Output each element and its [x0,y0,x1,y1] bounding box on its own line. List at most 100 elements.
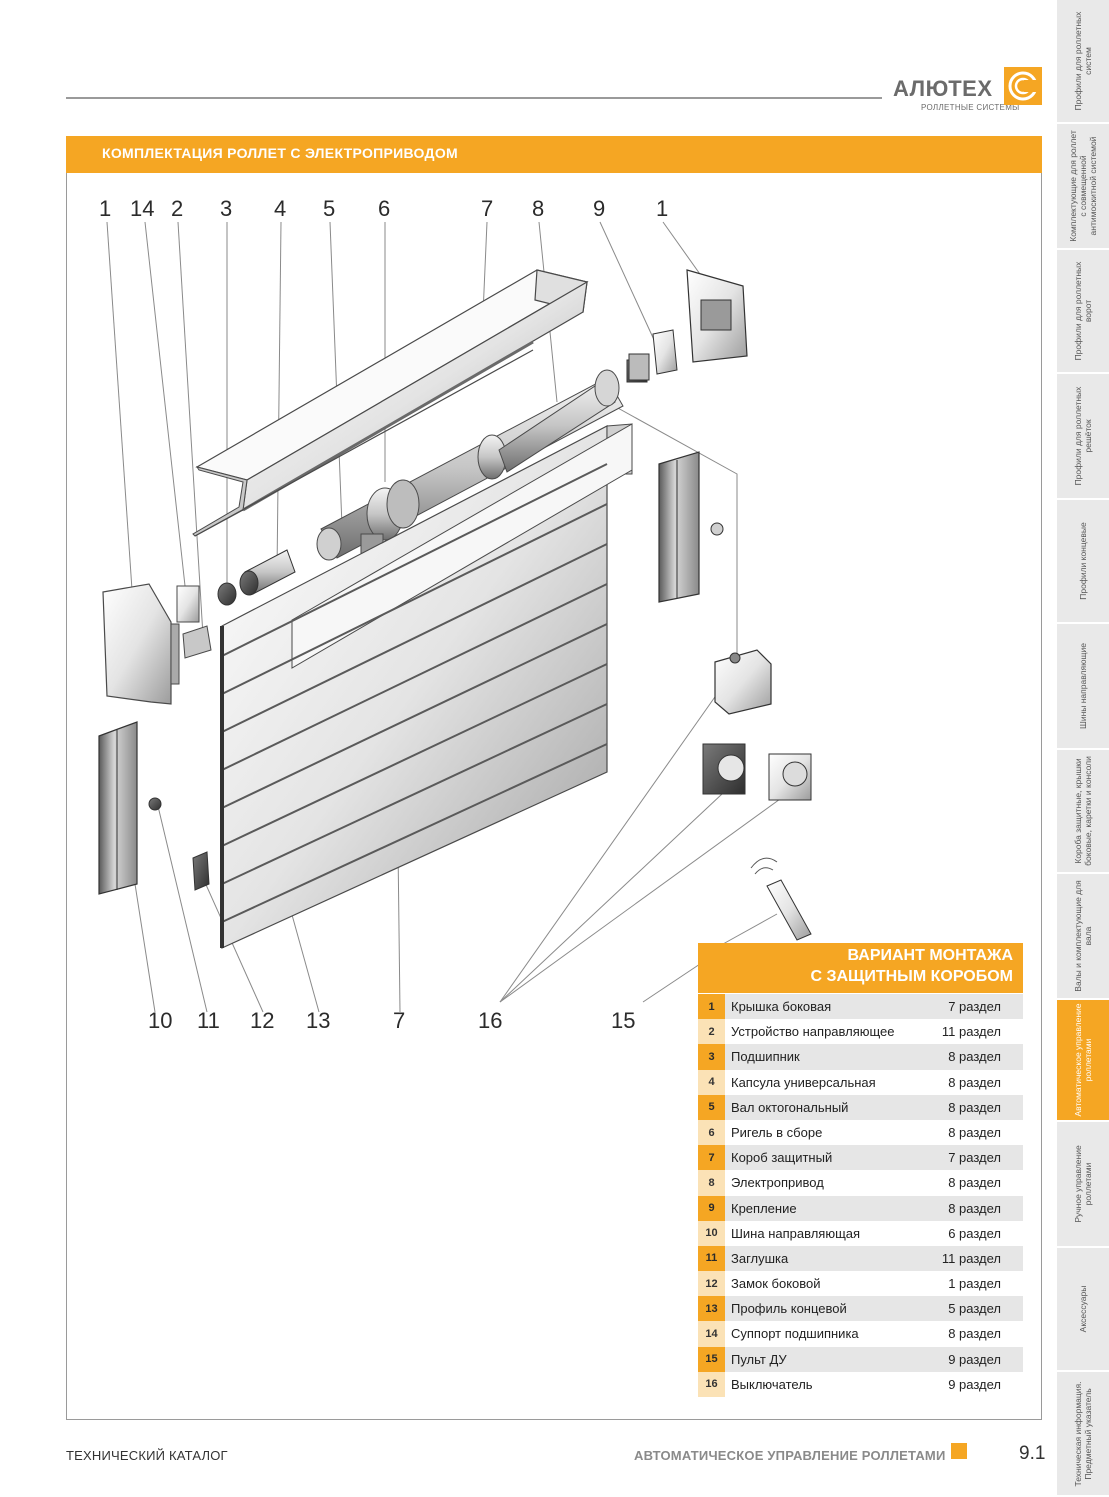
row-section: 7 раздел [948,999,1001,1014]
table-row: 11 Заглушка 11 раздел [698,1245,1023,1272]
side-tab-label: Профили для роллетных решёток [1073,386,1093,486]
side-tab-7[interactable]: Короба защитные, крышки боковые, каретки… [1057,750,1109,874]
row-part-name: Электропривод [731,1175,824,1191]
row-part-name: Устройство направляющее [731,1024,895,1040]
row-section: 8 раздел [948,1124,1001,1140]
parts-table-header: ВАРИАНТ МОНТАЖА С ЗАЩИТНЫМ КОРОБОМ [698,943,1023,993]
callout-14: 14 [130,196,155,221]
callout-7-bottom: 7 [393,1008,406,1033]
row-section: 8 раздел [948,1326,1001,1342]
row-section: 7 раздел [948,1150,1001,1166]
row-section: 11 раздел [941,1250,1001,1266]
callout-13: 13 [306,1008,331,1033]
row-part-name: Профиль концевой [731,1301,847,1317]
row-part-name: Заглушка [731,1250,789,1266]
bearing-part [217,582,237,606]
side-tab-label: Автоматическое управление роллетами [1073,1003,1093,1117]
row-number: 12 [698,1271,725,1297]
diagram-drawing [98,221,812,1013]
section-title-bar: КОМПЛЕКТАЦИЯ РОЛЛЕТ С ЭЛЕКТРОПРИВОДОМ [66,136,1042,173]
side-tab-6[interactable]: Шины направляющие [1057,624,1109,750]
row-part-name: Подшипник [731,1049,800,1065]
callout-12: 12 [250,1008,275,1033]
end-cap-right-part [710,522,724,536]
side-tab-8[interactable]: Валы и комплектующие для вала [1057,874,1109,1000]
callout-10: 10 [148,1008,173,1033]
table-row: 7 Короб защитный 7 раздел [698,1145,1023,1171]
callout-15: 15 [611,1008,636,1033]
row-number: 1 [698,994,725,1020]
row-number: 3 [698,1044,725,1070]
side-tab-2[interactable]: Комплектующие для роллет с совмещенной а… [1057,124,1109,250]
callout-6: 6 [378,196,391,221]
key-switch-part [702,743,746,795]
side-tab-label: Профили для роллетных систем [1073,11,1093,111]
row-part-name: Замок боковой [731,1276,821,1292]
row-number: 11 [698,1245,725,1272]
table-row: 10 Шина направляющая 6 раздел [698,1220,1023,1246]
brand-subtitle: РОЛЛЕТНЫЕ СИСТЕМЫ [921,103,1020,112]
row-part-name: Ригель в сборе [731,1124,823,1140]
brand-logo: АЛЮТЕХ РОЛЛЕТНЫЕ СИСТЕМЫ [893,66,1043,114]
side-tab-label: Ручное управление роллетами [1073,1145,1093,1223]
table-row: 12 Замок боковой 1 раздел [698,1271,1023,1297]
side-tab-9[interactable]: Автоматическое управление роллетами [1057,1000,1109,1122]
row-number: 10 [698,1220,725,1246]
guide-rail-right-part [658,451,700,603]
table-header-line-1: ВАРИАНТ МОНТАЖА [847,947,1013,964]
callout-7-top: 7 [481,196,494,221]
universal-capsule-part [239,549,296,596]
callout-5: 5 [323,196,336,221]
side-tab-1[interactable]: Профили для роллетных систем [1057,0,1109,124]
side-tab-12[interactable]: Техническая информация. Предметный указа… [1057,1372,1109,1497]
side-lock-part [192,851,210,891]
row-part-name: Вал октогональный [731,1099,849,1115]
side-tab-5[interactable]: Профили концевые [1057,500,1109,624]
section-title: КОМПЛЕКТАЦИЯ РОЛЛЕТ С ЭЛЕКТРОПРИВОДОМ [102,145,458,161]
side-cover-left-part [102,583,180,705]
table-header-line-2: С ЗАЩИТНЫМ КОРОБОМ [810,968,1013,985]
guide-device-part [182,625,212,659]
callout-1-right: 1 [656,196,669,221]
side-tab-label: Шины направляющие [1078,643,1088,729]
row-part-name: Суппорт подшипника [731,1326,859,1342]
row-section: 8 раздел [948,1074,1001,1090]
side-tab-3[interactable]: Профили для роллетных ворот [1057,250,1109,374]
side-tab-10[interactable]: Ручное управление роллетами [1057,1122,1109,1248]
row-part-name: Короб защитный [731,1150,833,1166]
row-part-name: Шина направляющая [731,1225,861,1241]
row-section: 8 раздел [948,1200,1001,1216]
table-row: 8 Электропривод 8 раздел [698,1170,1023,1196]
page-number: 9.1 [1019,1443,1046,1464]
callout-3: 3 [220,196,233,221]
row-section: 6 раздел [948,1225,1001,1241]
side-tab-11[interactable]: Аксессуары [1057,1248,1109,1372]
footer-catalog-title: ТЕХНИЧЕСКИЙ КАТАЛОГ [66,1448,228,1463]
side-tab-label: Профили концевые [1078,522,1088,600]
protective-box-part [192,269,589,537]
row-number: 7 [698,1145,725,1171]
row-part-name: Капсула универсальная [731,1074,876,1090]
row-number: 8 [698,1170,725,1196]
mount-part [628,329,678,381]
row-number: 15 [698,1346,725,1372]
row-section: 1 раздел [948,1276,1001,1292]
end-cap-part [148,797,162,811]
side-tab-label: Аксессуары [1078,1285,1088,1333]
side-tab-label: Техническая информация. Предметный указа… [1073,1381,1093,1486]
row-part-name: Крепление [731,1200,797,1216]
guide-rail-left-part [98,721,138,895]
rotary-switch-part [768,753,812,801]
side-tab-4[interactable]: Профили для роллетных решёток [1057,374,1109,500]
row-section: 8 раздел [948,1175,1001,1191]
row-section: 5 раздел [948,1301,1001,1317]
switch-box-part [714,649,772,715]
